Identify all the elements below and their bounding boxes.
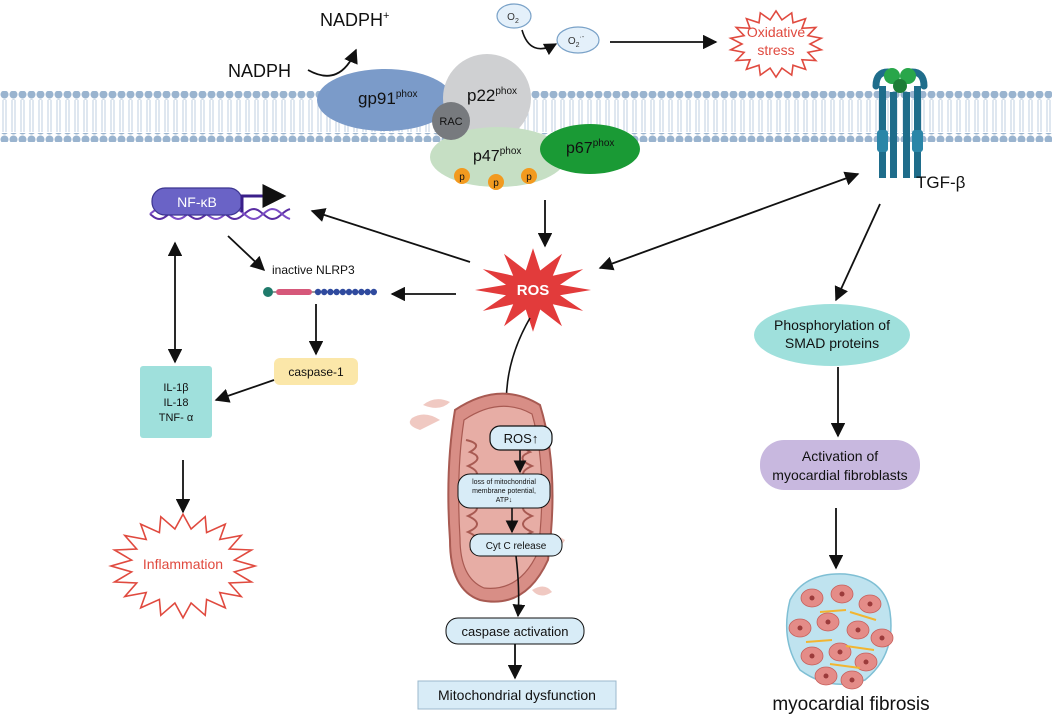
nfkb-to-nlrp3-arrow [227, 235, 266, 271]
nlrp3-bead [345, 288, 353, 296]
collagen-fiber [829, 663, 861, 669]
phosphate-group: p [488, 174, 504, 190]
svg-text:Phosphorylation of: Phosphorylation of [774, 317, 890, 333]
svg-text:O2·-: O2·- [568, 34, 585, 49]
phosphate-group: p [521, 168, 537, 184]
cytc-release-box: Cyt C release [469, 533, 563, 557]
cell-nucleus [839, 591, 845, 597]
caspase-1-box: caspase-1 [274, 358, 358, 385]
inactive-nlrp3-label: inactive NLRP3 [272, 263, 355, 277]
svg-text:p: p [493, 178, 499, 189]
caspase1-to-cytokines-arrow [214, 379, 275, 403]
ros-label: ROS [517, 282, 550, 299]
oxygen-molecule: O2 [496, 3, 532, 29]
inflammation-label: Inflammation [143, 556, 223, 572]
nlrp3-bead [352, 288, 359, 296]
svg-text:SMAD proteins: SMAD proteins [785, 335, 879, 351]
p67phox-subunit [540, 124, 640, 174]
ros-burst: ROS [475, 248, 591, 332]
cytokines-box: IL-1β IL-18 TNF- α [140, 366, 212, 438]
smad-phosphorylation-ellipse: Phosphorylation of SMAD proteins [754, 304, 910, 366]
nlrp3-bead [339, 288, 346, 296]
svg-text:p: p [459, 172, 465, 183]
myocardial-tissue-illustration [785, 573, 894, 690]
collagen-fiber [819, 609, 847, 613]
oxidative-stress-burst: Oxidative stress [728, 9, 824, 79]
transcription-arrow [240, 184, 287, 212]
nadph-label: NADPH [228, 61, 291, 81]
membrane-potential-loss-box: loss of mitochondrial membrane potential… [457, 473, 551, 509]
ros-to-nfkb-arrow [310, 208, 471, 263]
svg-text:O2: O2 [507, 12, 519, 25]
cytokine-il18: IL-18 [163, 397, 188, 409]
cell-nucleus [809, 653, 815, 659]
nfkb-label: NF-κB [177, 194, 217, 210]
p67phox-label: p67phox [566, 138, 614, 157]
gp91phox-label: gp91phox [358, 89, 418, 108]
cell-nucleus [867, 601, 873, 607]
cell-nucleus [823, 673, 829, 679]
nlrp3-bead [358, 288, 365, 296]
cell-nucleus [879, 635, 885, 641]
nlrp3-protein-chain [263, 287, 377, 297]
svg-text:myocardial fibroblasts: myocardial fibroblasts [772, 467, 907, 483]
p22phox-label: p22phox [467, 86, 517, 105]
nadph-plus-label: NADPH+ [320, 10, 389, 30]
cell-nucleus [837, 649, 843, 655]
nadph-oxidase-complex: gp91phox p22phox RAC p47phox p67phox p p… [317, 54, 640, 190]
superoxide-radical: O2·- [556, 26, 600, 54]
o2-conversion-arrow [521, 29, 558, 56]
tgf-beta-ligand [900, 68, 916, 84]
p47phox-label: p47phox [473, 146, 521, 165]
myocardial-fibrosis-label: myocardial fibrosis [772, 694, 929, 715]
svg-text:stress: stress [757, 42, 794, 58]
caspase-1-label: caspase-1 [288, 365, 344, 379]
cell-nucleus [863, 659, 869, 665]
ros-tgf-beta-arrow [598, 171, 860, 271]
svg-text:ATP↓: ATP↓ [496, 497, 513, 504]
caspase-activation-box: caspase activation [445, 617, 585, 645]
ros-increase-box: ROS↑ [489, 425, 553, 451]
cytc-release-label: Cyt C release [486, 541, 547, 552]
nfkb-dna-complex: NF-κB [149, 184, 291, 221]
mitochondrial-dysfunction-label: Mitochondrial dysfunction [438, 687, 596, 703]
fibroblast-activation-box: Activation of myocardial fibroblasts [760, 440, 920, 490]
nlrp3-bead [327, 288, 334, 296]
mitochondrial-dysfunction-box: Mitochondrial dysfunction [417, 680, 617, 710]
nadph-arrow [307, 48, 358, 77]
cell-nucleus [855, 627, 861, 633]
rac-subunit [432, 102, 470, 140]
caspase-activation-label: caspase activation [462, 624, 569, 639]
gp91phox-subunit [317, 69, 453, 131]
nlrp3-bead [321, 288, 328, 296]
cytokine-il1b: IL-1β [163, 382, 188, 394]
tgf-beta-to-smad-arrow [834, 203, 881, 302]
collagen-fiber [845, 645, 875, 651]
collagen-fiber [849, 611, 877, 621]
cell-nucleus [797, 625, 803, 631]
cytokine-tnfa: TNF- α [159, 412, 194, 424]
svg-text:p: p [526, 172, 532, 183]
cell-nucleus [825, 619, 831, 625]
inflammation-burst: Inflammation [108, 512, 258, 620]
svg-text:Oxidative: Oxidative [747, 24, 806, 40]
svg-text:loss of mitochondrial: loss of mitochondrial [472, 479, 536, 486]
rac-label: RAC [439, 116, 462, 128]
tgf-beta-receptor [872, 68, 928, 178]
tgf-beta-ligand [884, 68, 900, 84]
svg-text:Activation of: Activation of [802, 448, 878, 464]
nlrp3-bead [333, 288, 340, 296]
cytc-to-caspase-arrow [512, 555, 526, 618]
nlrp3-bead [364, 288, 371, 296]
ros-increase-label: ROS↑ [504, 431, 539, 446]
nlrp3-bead [314, 288, 322, 296]
phosphate-group: p [454, 168, 470, 184]
collagen-fiber [805, 639, 833, 643]
tgf-beta-label: TGF-β [916, 173, 966, 192]
cell-nucleus [849, 677, 855, 683]
cell-nucleus [809, 595, 815, 601]
svg-text:membrane potential,: membrane potential, [472, 488, 536, 495]
nlrp3-bead [370, 288, 377, 296]
